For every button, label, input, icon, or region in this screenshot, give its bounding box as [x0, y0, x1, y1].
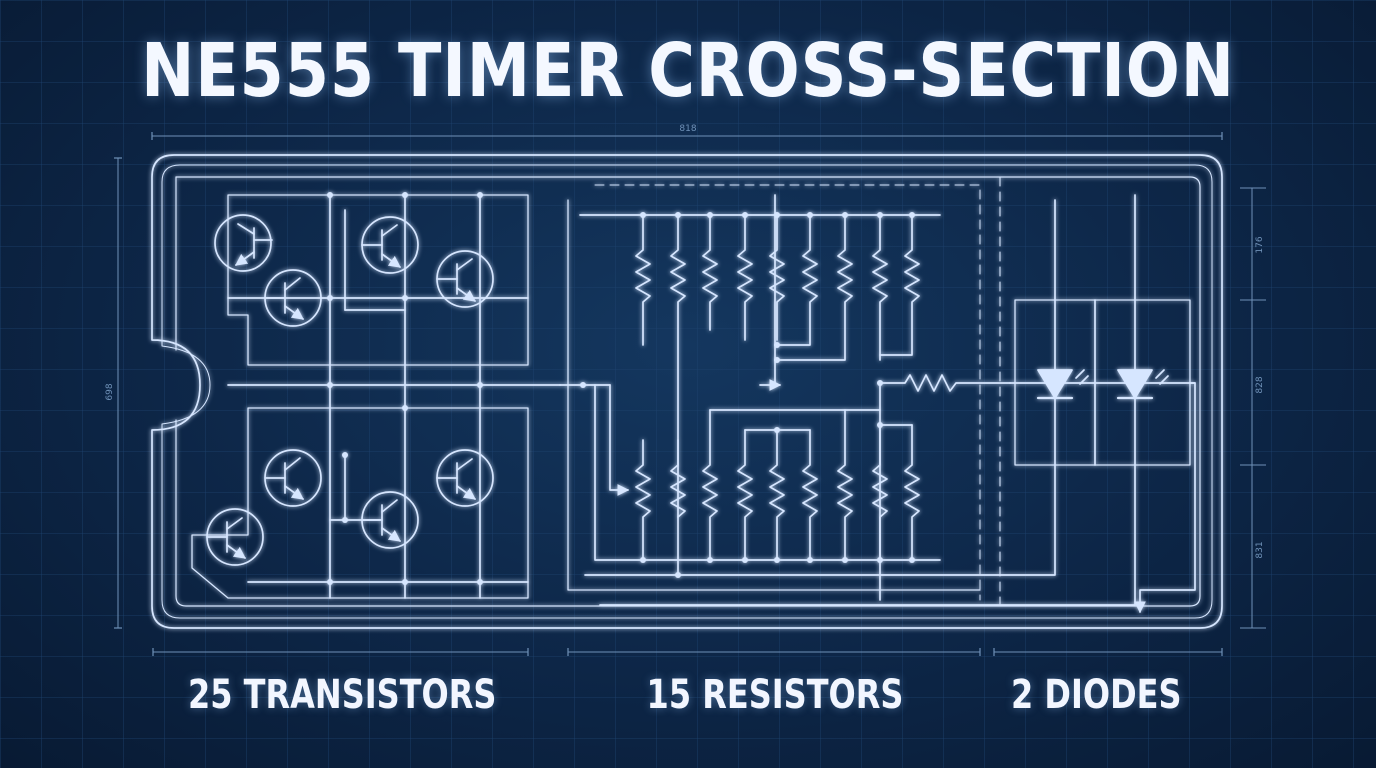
- dim-label-left: 698: [105, 383, 115, 400]
- dim-label-right-1: 176: [1255, 236, 1265, 253]
- resistor-symbol: [769, 214, 785, 561]
- diode-symbol: [1116, 369, 1169, 400]
- transistor-junction-dots: [327, 192, 483, 585]
- transistor-symbol: [361, 216, 419, 274]
- resistor-symbols: [635, 214, 1011, 601]
- dimension-lines: [114, 132, 1266, 656]
- diode-symbols: [1036, 369, 1169, 400]
- dim-label-right-2: 828: [1255, 376, 1265, 393]
- resistor-symbol: [879, 214, 920, 561]
- transistor-symbol: [214, 214, 273, 272]
- transistor-symbol: [206, 508, 264, 566]
- resistor-symbol: [774, 214, 853, 561]
- transistors-caption: 25 TRANSISTORS: [188, 672, 497, 718]
- resistor-symbol-horizontal: [879, 374, 1011, 392]
- page-title: NE555 TIMER CROSS-SECTION: [141, 28, 1235, 114]
- resistor-symbol: [774, 214, 818, 561]
- dim-label-right-3: 831: [1255, 541, 1265, 558]
- resistor-symbol: [635, 214, 651, 561]
- resistors-caption: 15 RESISTORS: [646, 672, 904, 718]
- resistor-junction-dots: [580, 212, 915, 578]
- diodes-caption: 2 DIODES: [1011, 672, 1182, 718]
- dim-label-top: 818: [679, 124, 696, 134]
- transistor-symbol: [264, 449, 322, 507]
- transistor-block: [191, 194, 561, 599]
- diode-block: [1009, 299, 1196, 614]
- transistor-symbols: [206, 214, 494, 566]
- transistor-symbol: [436, 250, 494, 308]
- transistor-symbol: [264, 269, 322, 327]
- resistor-symbol: [737, 214, 753, 561]
- diode-symbol: [1036, 369, 1089, 400]
- resistor-symbol: [670, 214, 686, 576]
- transistor-symbol: [361, 491, 419, 549]
- chip-package-outline: [151, 154, 1223, 629]
- transistor-symbol: [436, 449, 494, 507]
- resistor-symbol: [702, 214, 718, 561]
